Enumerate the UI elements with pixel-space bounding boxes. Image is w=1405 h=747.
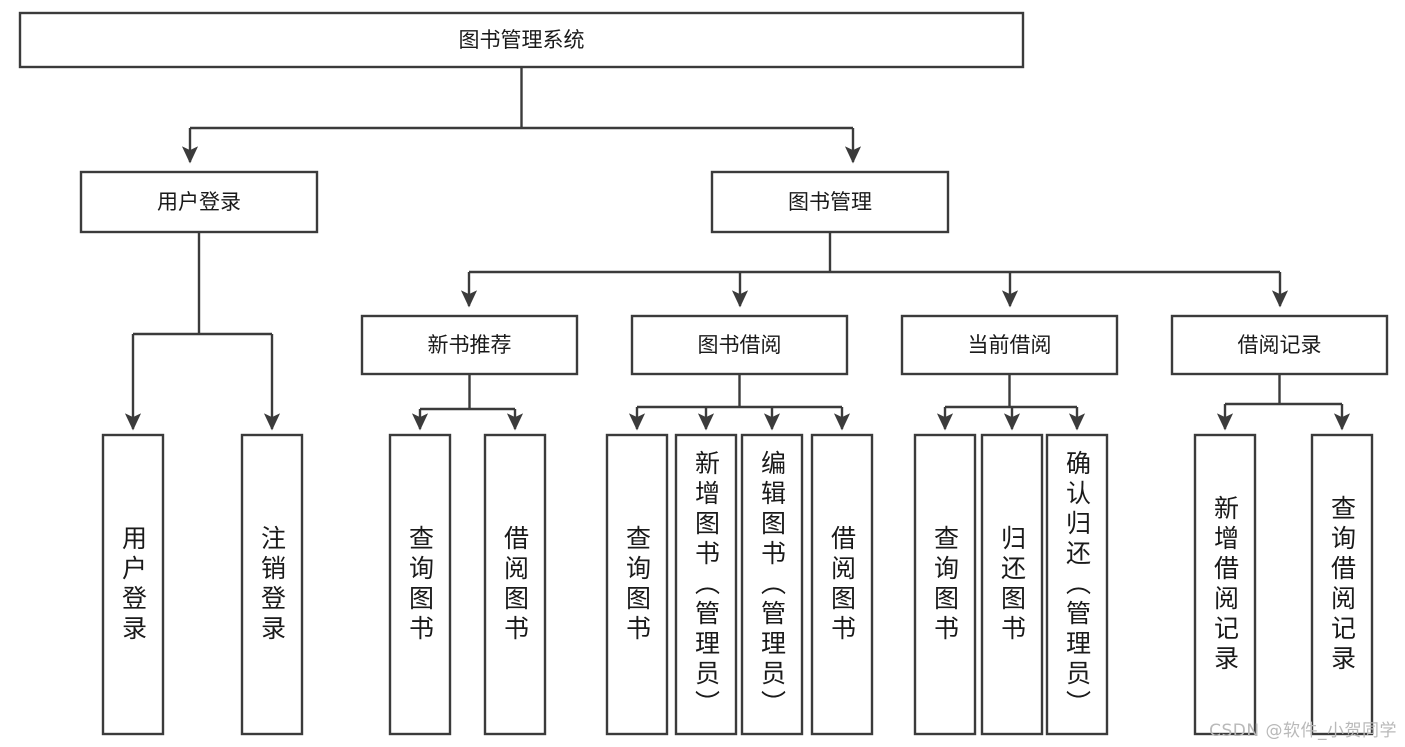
- book-management-label: 图书管理: [788, 190, 872, 214]
- connector-new-book-recommend-to-leaves: [411, 374, 524, 431]
- connector-book-management-to-level3: [460, 232, 1289, 308]
- leaf-box-return-book[interactable]: [980, 433, 1044, 736]
- connector-current-borrow-to-leaves: [936, 374, 1086, 431]
- node-borrow-record[interactable]: 借阅记录: [1170, 314, 1389, 376]
- csdn-watermark: CSDN @软件_小贺同学: [1209, 721, 1397, 741]
- leaf-box-query-book-1[interactable]: [388, 433, 452, 736]
- root-label: 图书管理系统: [459, 28, 585, 52]
- root-box[interactable]: [18, 11, 1025, 69]
- leaf-box-query-book-2[interactable]: [605, 433, 669, 736]
- book-management-box[interactable]: [710, 170, 950, 234]
- connector-user-login-to-leaves: [124, 232, 281, 431]
- current-borrow-box[interactable]: [900, 314, 1119, 376]
- node-current-borrow[interactable]: 当前借阅: [900, 314, 1119, 376]
- leaf-box-logout-login[interactable]: [240, 433, 304, 736]
- user-login-label: 用户登录: [157, 190, 241, 214]
- leaf-box-confirm-return[interactable]: [1045, 433, 1109, 736]
- leaf-box-query-book-3[interactable]: [913, 433, 977, 736]
- book-borrow-box[interactable]: [630, 314, 849, 376]
- connector-book-borrow-to-leaves: [628, 374, 851, 431]
- node-book-borrow[interactable]: 图书借阅: [630, 314, 849, 376]
- leaf-box-add-record[interactable]: [1193, 433, 1257, 736]
- node-new-book-recommend[interactable]: 新书推荐: [360, 314, 579, 376]
- leaf-box-borrow-book-1[interactable]: [483, 433, 547, 736]
- new-book-recommend-label: 新书推荐: [428, 333, 512, 357]
- leaf-box-borrow-book-2[interactable]: [810, 433, 874, 736]
- leaf-box-user-login[interactable]: [101, 433, 165, 736]
- current-borrow-label: 当前借阅: [968, 333, 1052, 357]
- leaf-box-edit-book[interactable]: [740, 433, 804, 736]
- leaf-box-add-book[interactable]: [674, 433, 738, 736]
- node-book-management[interactable]: 图书管理: [710, 170, 950, 234]
- new-book-recommend-box[interactable]: [360, 314, 579, 376]
- connector-borrow-record-to-leaves: [1216, 374, 1351, 431]
- book-borrow-label: 图书借阅: [698, 333, 782, 357]
- leaf-box-query-record[interactable]: [1310, 433, 1374, 736]
- borrow-record-box[interactable]: [1170, 314, 1389, 376]
- connector-root-to-level2: [181, 67, 862, 164]
- borrow-record-label: 借阅记录: [1238, 333, 1322, 357]
- node-user-login[interactable]: 用户登录: [79, 170, 319, 234]
- node-root[interactable]: 图书管理系统: [18, 11, 1025, 69]
